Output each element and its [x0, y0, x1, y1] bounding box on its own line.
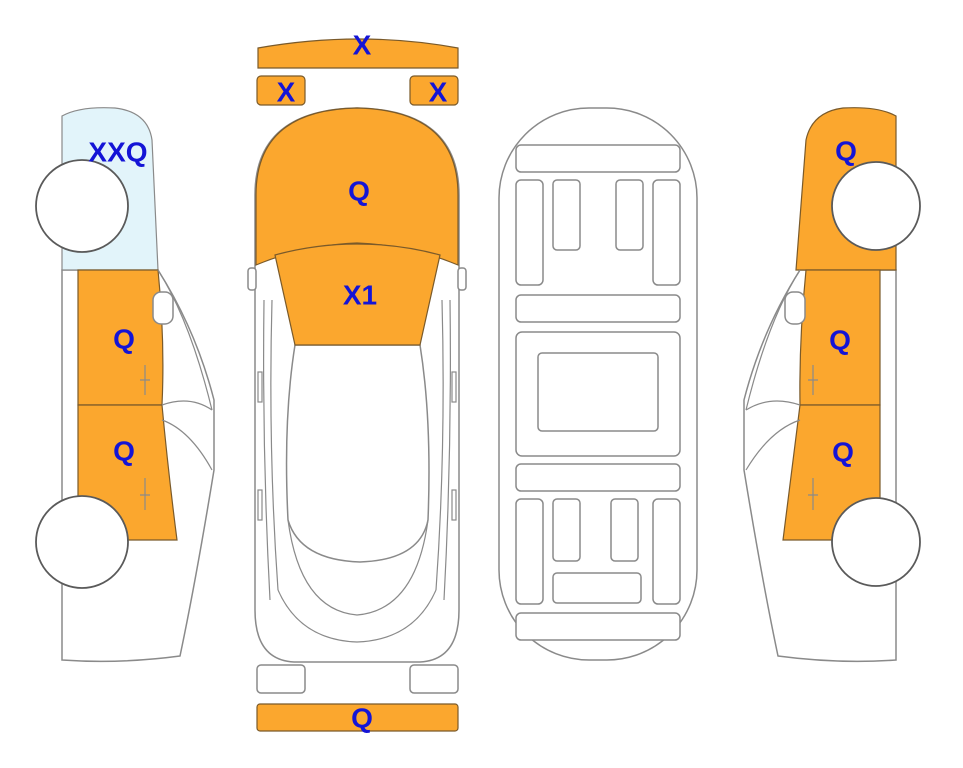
left-mirror: [247, 267, 257, 291]
windshield[interactable]: [274, 243, 441, 346]
front-bumper-code: X: [353, 30, 372, 61]
rear-bumper[interactable]: [256, 703, 459, 732]
front-right-lamp[interactable]: [409, 75, 459, 106]
left-front-door-code: Q: [113, 324, 135, 355]
right-rear-door-code: Q: [832, 437, 854, 468]
rear-bumper-code: Q: [351, 703, 373, 734]
front-bumper[interactable]: [257, 38, 459, 69]
windshield-code: X1: [343, 280, 377, 311]
left-front-wheel: [35, 159, 129, 253]
front-left-lamp[interactable]: [256, 75, 306, 106]
rear-right-lamp: [409, 664, 459, 694]
left-side-view: XXQ Q Q: [35, 107, 215, 663]
right-front-door-code: Q: [829, 325, 851, 356]
right-front-wheel: [831, 161, 921, 251]
underside-view: [498, 107, 698, 661]
left-rear-door-code: Q: [113, 436, 135, 467]
left-rear-wheel: [35, 495, 129, 589]
left-front-fender-code: XXQ: [88, 137, 147, 168]
rear-left-lamp: [256, 664, 306, 694]
hood-code: Q: [348, 176, 370, 207]
right-front-fender-code: Q: [835, 136, 857, 167]
right-rear-wheel: [831, 497, 921, 587]
right-mirror: [457, 267, 467, 291]
roof: [285, 344, 430, 563]
right-side-view: Q Q Q: [743, 107, 921, 663]
front-left-lamp-code: X: [277, 77, 296, 108]
top-view: X X X Q X1 Q: [247, 30, 467, 734]
front-right-lamp-code: X: [429, 77, 448, 108]
